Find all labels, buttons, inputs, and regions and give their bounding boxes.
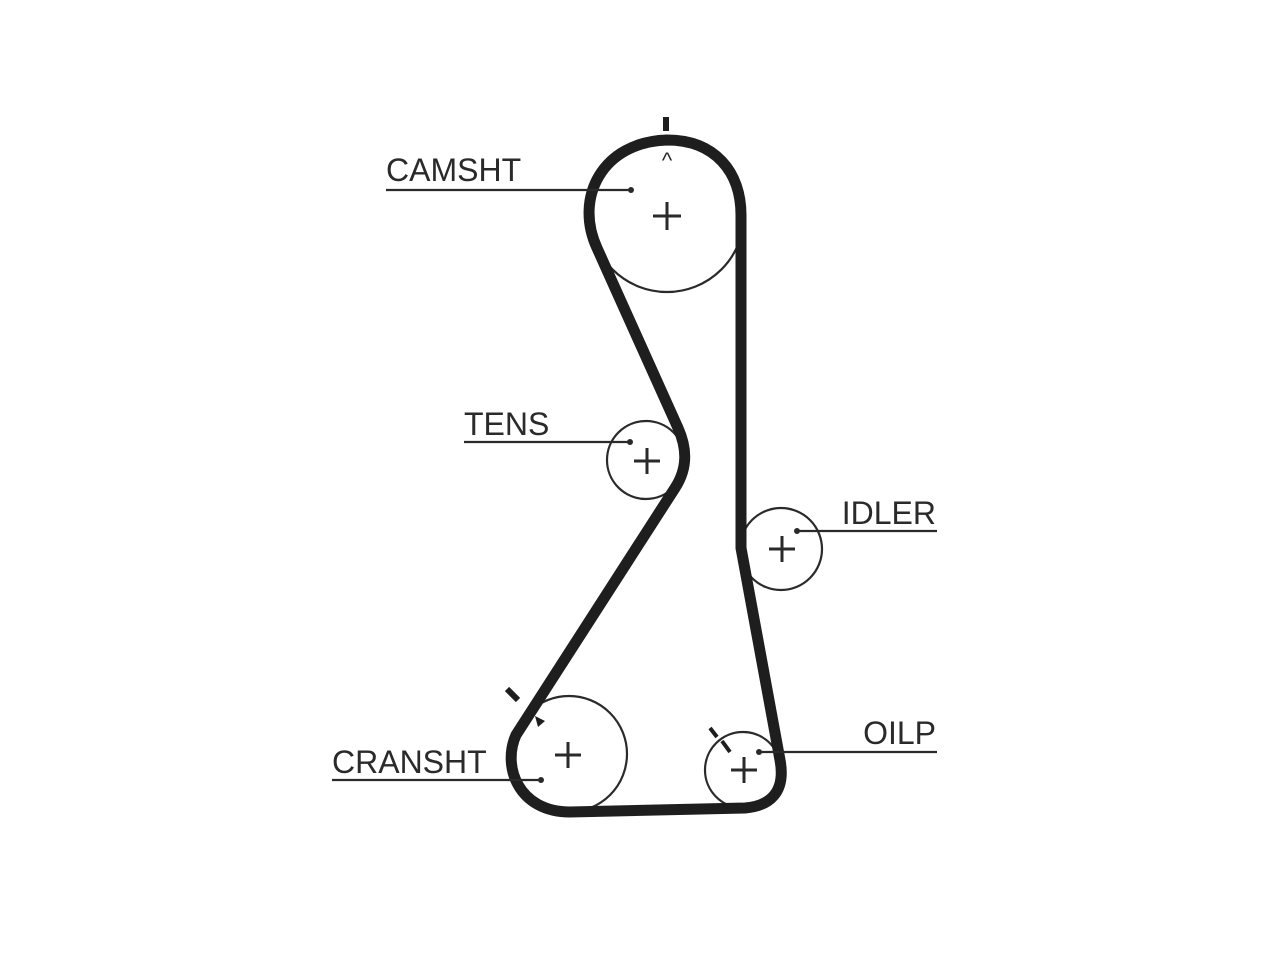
crankshaft-center-cross (555, 742, 581, 768)
idler-leader (794, 528, 937, 534)
oil-pump-timing-mark-inner (720, 739, 732, 754)
camshaft-label: CAMSHT (386, 152, 521, 188)
camshaft-center-cross (653, 202, 681, 230)
camshaft-leader (386, 187, 634, 193)
idler-center-cross (769, 536, 795, 562)
oil-pump-leader (756, 749, 937, 755)
tensioner-label: TENS (464, 406, 549, 442)
tensioner-leader (464, 439, 633, 445)
camshaft-timing-caret: ^ (662, 148, 673, 173)
crankshaft-timing-mark (504, 686, 521, 703)
oil-pump-center-cross (731, 757, 757, 783)
oil-pump-timing-mark-outer (708, 726, 719, 739)
crankshaft-leader (332, 777, 544, 783)
oil-pump-label: OILP (863, 715, 936, 751)
timing-belt (505, 134, 787, 818)
tensioner-center-cross (634, 448, 660, 474)
crankshaft-label: CRANSHT (332, 744, 487, 780)
crankshaft-timing-arrow (535, 716, 545, 727)
idler-label: IDLER (842, 495, 936, 531)
